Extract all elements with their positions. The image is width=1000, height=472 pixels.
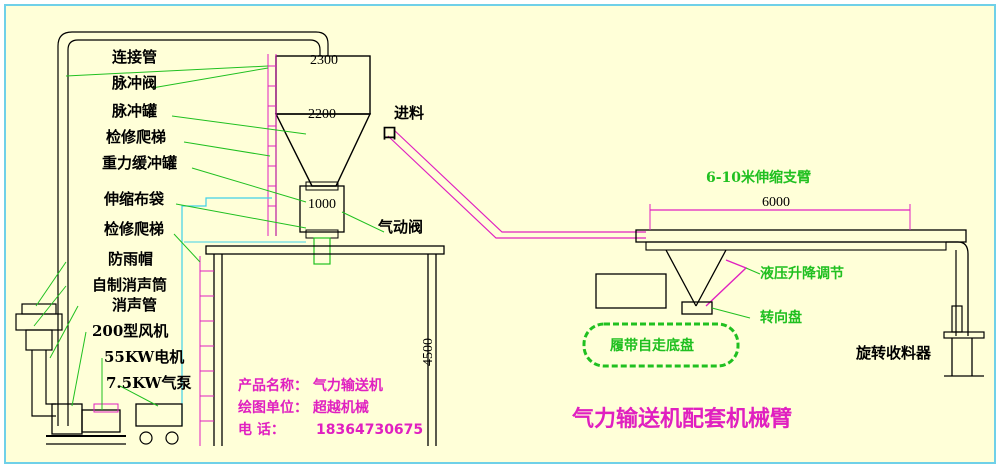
buffer-tank — [299, 185, 345, 233]
telescopic-arm — [635, 229, 967, 243]
telescopic-bag — [313, 237, 331, 265]
diagram-frame: 连接管 脉冲阀 脉冲罐 检修爬梯 重力缓冲罐 伸缩布袋 检修爬梯 防雨帽 自制消… — [4, 4, 996, 464]
info-product: 产品名称： 气力输送机 — [238, 377, 383, 394]
dim-4500: 4500 — [421, 338, 436, 366]
label-pulse-valve: 脉冲阀 — [111, 74, 157, 92]
info-phone: 18364730675 — [316, 422, 423, 438]
label-connection-pipe: 连接管 — [112, 48, 157, 66]
top-ladder — [268, 65, 276, 207]
label-pulse-tank: 脉冲罐 — [111, 102, 157, 120]
label-turntable: 转向盘 — [760, 309, 802, 326]
label-inlet-2: 口 — [382, 124, 397, 142]
hydraulic-cylinder — [665, 249, 727, 307]
hopper-cone — [274, 113, 372, 187]
label-ladder-top: 检修爬梯 — [106, 128, 166, 146]
leader-lines — [33, 65, 761, 410]
label-crawler: 履带自走底盘 — [610, 337, 694, 354]
label-arm: 6-10米伸缩支臂 — [706, 169, 811, 186]
label-silencer-tube: 自制消声筒 — [92, 276, 167, 294]
dim-1000: 1000 — [308, 197, 336, 212]
lower-ladder — [200, 270, 214, 422]
schematic-drawing: 连接管 脉冲阀 脉冲罐 检修爬梯 重力缓冲罐 伸缩布袋 检修爬梯 防雨帽 自制消… — [15, 31, 985, 446]
dim-2300: 2300 — [310, 53, 338, 68]
dim-2200: 2200 — [308, 107, 336, 122]
label-pump: 7.5KW气泵 — [106, 374, 191, 392]
air-line — [181, 197, 272, 426]
label-fan: 200型风机 — [92, 322, 168, 340]
crawler-chassis — [582, 322, 740, 368]
platform — [205, 245, 445, 255]
info-unit: 绘图单位： 超越机械 — [238, 399, 369, 416]
silencer-tube — [25, 329, 53, 351]
fan — [51, 403, 83, 435]
label-valve: 气动阀 — [377, 218, 423, 236]
motor — [81, 409, 121, 433]
label-rain-cap: 防雨帽 — [108, 250, 153, 268]
label-buffer-tank: 重力缓冲罐 — [102, 154, 177, 172]
info-phone-label: 电 话： — [238, 421, 285, 438]
label-ladder-low: 检修爬梯 — [104, 220, 164, 238]
label-inlet: 进料 — [394, 104, 424, 122]
feed-pipe — [387, 135, 646, 239]
connection-pipe — [57, 31, 329, 426]
label-motor: 55KW电机 — [104, 348, 184, 366]
label-silencer-pipe: 消声管 — [112, 296, 157, 314]
diagram-title: 气力输送机配套机械臂 — [571, 406, 792, 432]
rotary-collector — [943, 331, 985, 339]
label-bag: 伸缩布袋 — [103, 190, 165, 208]
label-collector: 旋转收料器 — [855, 344, 932, 362]
air-pump — [135, 403, 183, 427]
dim-6000-label: 6000 — [762, 195, 790, 210]
label-hydraulic: 液压升降调节 — [760, 265, 844, 282]
